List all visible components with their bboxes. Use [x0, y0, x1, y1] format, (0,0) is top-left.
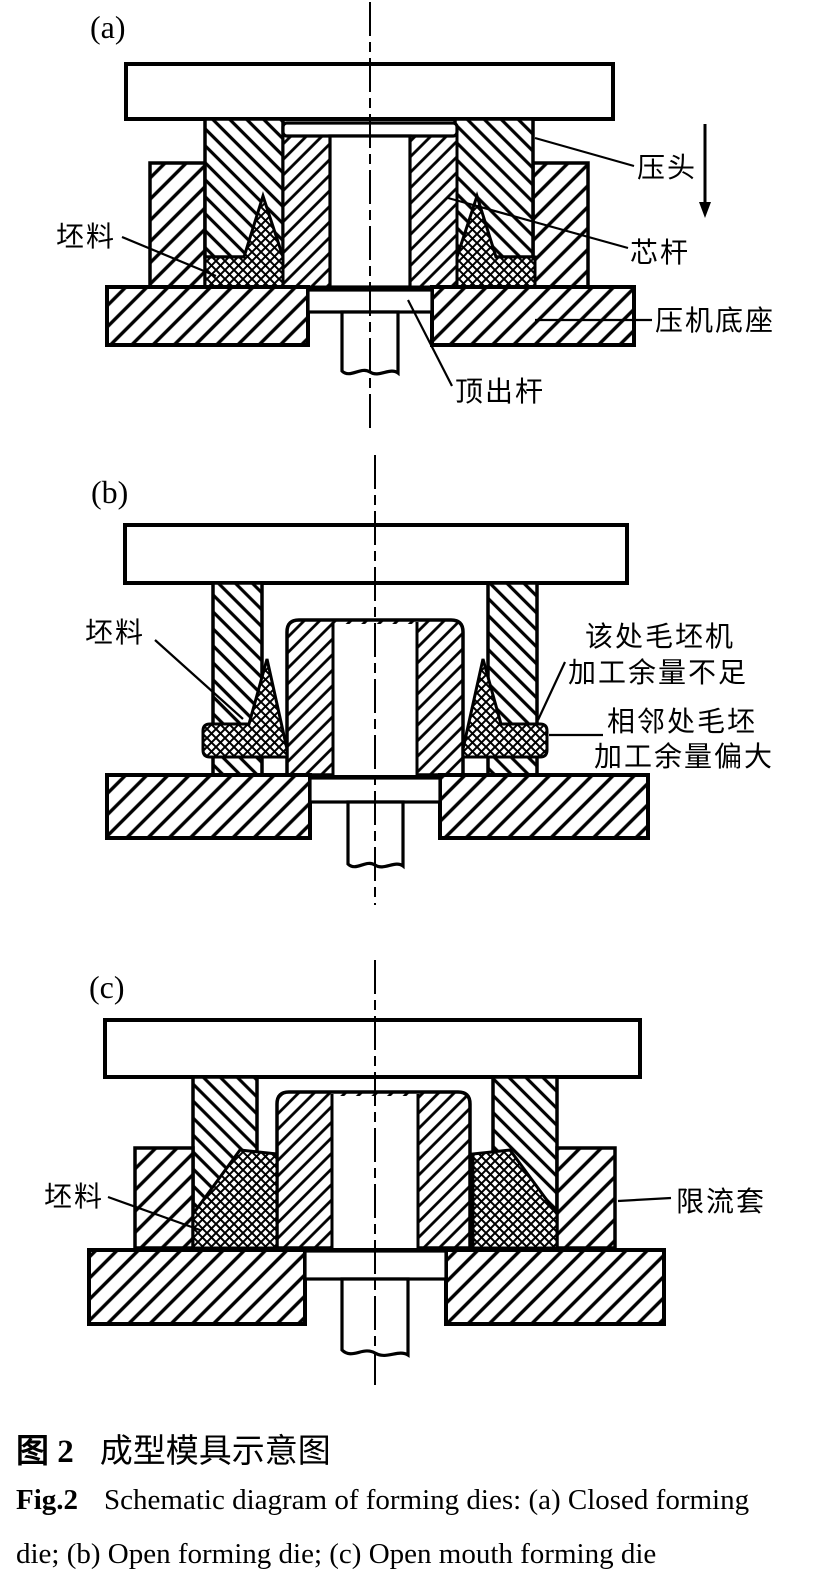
diagram-b-tag: (b): [91, 474, 128, 510]
diagram-a: (a) 坯料 压头 芯杆 压机底座 顶出杆: [56, 2, 775, 432]
ram-leader: [534, 136, 635, 168]
caption-english-number: Fig.2: [16, 1484, 79, 1516]
press-base-right: [444, 1248, 666, 1326]
die-insert-right: [408, 133, 459, 289]
press-base-left: [87, 1248, 307, 1326]
flow-restrictor-label: 限流套: [676, 1186, 766, 1218]
press-base-label: 压机底座: [655, 305, 775, 337]
underfill-label-line1: 该处毛坯机: [585, 621, 735, 653]
caption-chinese-number: 图 2: [16, 1434, 74, 1470]
ejector-rod-label: 顶出杆: [455, 376, 545, 408]
caption-english-line2: die; (b) Open forming die; (c) Open mout…: [16, 1538, 657, 1570]
diagram-c-tag: (c): [89, 969, 125, 1005]
press-base-left: [105, 285, 310, 347]
billet-label: 坯料: [44, 1181, 104, 1213]
diagram-b: (b) 坯料 该处毛坯机 加工余量不足 相邻处毛坯 加工余量偏大: [85, 455, 774, 905]
flow-restrictor-sleeve-left: [133, 1146, 195, 1250]
caption-english-line1: Fig.2 Schematic diagram of forming dies: …: [16, 1484, 749, 1517]
flow-restrictor-sleeve-right: [555, 1146, 617, 1250]
billet-label: 坯料: [56, 221, 116, 253]
die-insert-left: [281, 133, 332, 289]
underfill-label-line2: 加工余量不足: [568, 657, 748, 689]
underfill-leader: [537, 661, 566, 721]
ejector-leader: [407, 299, 453, 387]
flow-restrictor-leader: [617, 1196, 672, 1203]
core-rod-leader: [447, 196, 629, 250]
billet-label: 坯料: [85, 617, 145, 649]
billet-left: [201, 658, 289, 759]
billet-leader: [121, 235, 217, 278]
press-direction-arrowhead: [699, 202, 711, 218]
press-base-right: [438, 773, 650, 840]
press-ram: [103, 1018, 642, 1079]
excess-label-line2: 加工余量偏大: [594, 741, 774, 773]
billet-right: [461, 658, 549, 759]
caption-english-text: Schematic diagram of forming dies: (a) C…: [104, 1484, 750, 1516]
diagram-c: (c) 坯料 限流套: [44, 960, 766, 1385]
press-base-right: [430, 285, 636, 347]
excess-label-line1: 相邻处毛坯: [607, 706, 757, 738]
press-base-left: [105, 773, 312, 840]
caption-chinese: 图 2 成型模具示意图: [16, 1424, 331, 1472]
billet-leader: [154, 639, 244, 720]
ram-label: 压头: [637, 152, 697, 184]
caption-chinese-title: 成型模具示意图: [99, 1434, 331, 1470]
diagram-a-tag: (a): [90, 9, 126, 45]
core-rod-label: 芯杆: [630, 237, 690, 269]
billet-leader: [107, 1195, 201, 1232]
